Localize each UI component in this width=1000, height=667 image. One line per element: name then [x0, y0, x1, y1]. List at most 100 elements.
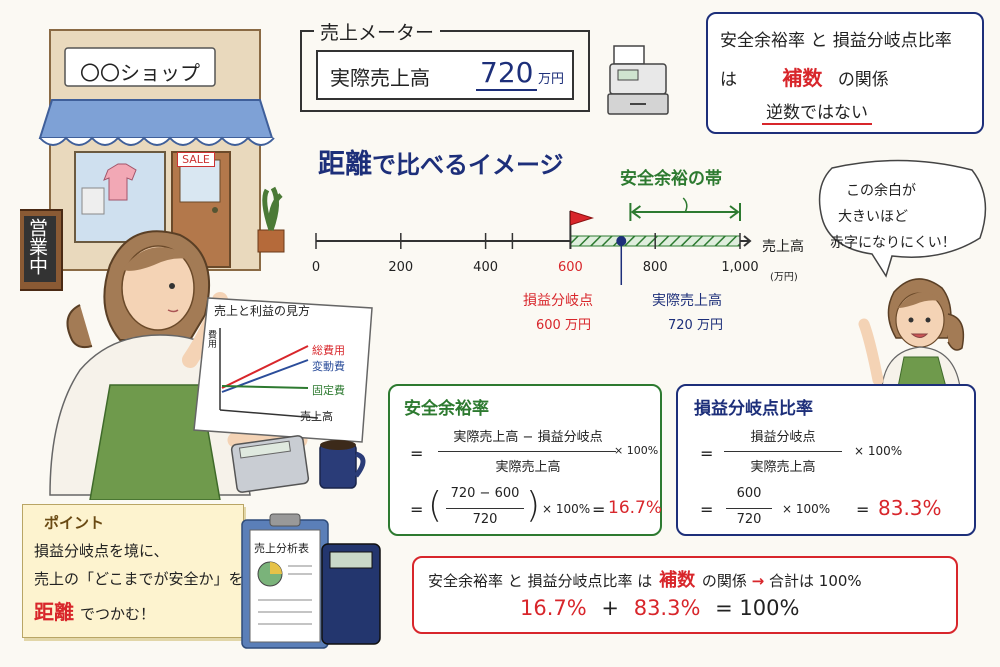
relation-note-line2-pre: は: [720, 70, 737, 90]
summary-line1: 安全余裕率 と 損益分岐点比率 は 補数 の関係 → 合計は 100%: [428, 566, 862, 592]
safety-paren-left: (: [428, 485, 443, 526]
axis-tick-label: 600: [558, 260, 583, 275]
safety-margin-box: [388, 384, 662, 536]
sales-meter-title: 売上メーター: [314, 18, 441, 45]
bep-value: 600 万円: [536, 318, 591, 333]
point-line2: 売上の「どこまでが安全か」を: [34, 570, 244, 588]
bep-ratio-fraction-bar: [724, 451, 842, 452]
bep-flag-icon: [569, 210, 595, 226]
summary-complement: 補数: [659, 570, 696, 591]
bep-ratio-denominator: 実際売上高: [750, 460, 816, 475]
bep-ratio-result: 83.3%: [878, 496, 942, 520]
paper-legend-total: 総費用: [312, 344, 345, 357]
point-line3: 距離でつかむ！: [34, 596, 155, 625]
girl-pointing-illustration: [858, 278, 965, 387]
band-brace-tip: [682, 197, 688, 213]
actual-name: 実際売上高: [652, 293, 722, 309]
safety-times-2: × 100%: [542, 502, 591, 516]
axis-tick-label: 0: [312, 260, 320, 275]
sales-meter-display: [316, 50, 574, 100]
summary-total: = 100%: [715, 596, 800, 620]
safety-eq-2: =: [410, 500, 424, 519]
actual-value: 720 万円: [668, 318, 723, 333]
shop-illustration: [20, 29, 285, 291]
bep-ratio-calc-bar: [726, 508, 772, 509]
bep-name: 損益分岐点: [523, 293, 593, 309]
summary-mid: の関係: [701, 572, 747, 590]
safety-fraction-bar: [438, 451, 616, 452]
sales-number-line: 0 200 400 600 800 1,000: [312, 197, 759, 285]
summary-arrow-icon: →: [751, 572, 765, 590]
axis-tick-label: 200: [388, 260, 413, 275]
axis-tick-label: 800: [643, 260, 668, 275]
shop-sign: 〇〇ショップ: [80, 61, 200, 85]
summary-pre: 安全余裕率 と 損益分岐点比率 は: [428, 572, 653, 590]
bep-ratio-calc-denominator: 720: [736, 512, 762, 527]
cost-graph-paper: [193, 297, 373, 443]
sale-tag: SALE: [177, 152, 215, 167]
safety-result: 16.7%: [608, 498, 663, 518]
summary-v1: 16.7%: [520, 596, 587, 620]
paper-legend-variable: 変動費: [312, 360, 345, 373]
axis-arrow: [740, 235, 752, 247]
bep-ratio-eq-3: =: [856, 500, 870, 519]
safety-eq-1: =: [410, 444, 424, 463]
desk-items: [230, 435, 366, 493]
section-heading-rest: で比べるイメージ: [372, 151, 564, 179]
actual-point: [616, 236, 627, 246]
paper-legend-fixed: 固定費: [312, 384, 345, 397]
safety-band-label: 安全余裕の帯: [620, 169, 722, 189]
sales-meter-value: 720: [476, 56, 538, 91]
paper-y-label: 費用: [206, 330, 216, 348]
summary-line2: 16.7% + 83.3% = 100%: [520, 596, 799, 620]
axis-unit: (万円): [770, 272, 798, 283]
bep-ratio-numerator: 損益分岐点: [750, 430, 816, 445]
bubble-line3: 赤字になりにくい！: [830, 235, 956, 251]
speech-bubble: [818, 159, 987, 278]
section-heading-emph: 距離: [318, 149, 372, 180]
summary-post: 合計は 100%: [769, 572, 862, 590]
safety-title: 安全余裕率: [404, 399, 489, 419]
relation-note-line2: は 補数 の関係: [720, 62, 889, 91]
axis-tick-label: 1,000: [721, 260, 758, 275]
bep-ratio-calc-numerator: 600: [736, 486, 762, 501]
summary-box: [412, 556, 958, 634]
safety-paren-right: ): [526, 485, 541, 526]
relation-note: [706, 12, 984, 134]
safety-denominator: 実際売上高: [495, 460, 561, 475]
relation-note-line2-post: の関係: [837, 70, 889, 90]
report-title: 売上分析表: [254, 542, 309, 555]
safety-calc-bar: [446, 508, 524, 509]
point-line3-rest: でつかむ！: [80, 605, 156, 623]
safety-calc-numerator: 720 − 600: [450, 486, 520, 501]
paper-title: 売上と利益の見方: [214, 304, 311, 318]
bep-ratio-eq-2: =: [700, 500, 714, 519]
paper-x-label: 売上高: [300, 410, 333, 423]
bep-ratio-eq-1: =: [700, 444, 714, 463]
cash-register-icon: [607, 45, 669, 115]
relation-note-line1: 安全余裕率 と 損益分岐点比率: [720, 31, 952, 51]
safety-calc-denominator: 720: [472, 512, 498, 527]
bubble-line1: この余白が: [846, 183, 916, 199]
bep-ratio-times-1: × 100%: [854, 444, 903, 458]
sales-meter-unit: 万円: [538, 72, 565, 87]
relation-note-complement: 補数: [782, 66, 823, 90]
point-line1: 損益分岐点を境に、: [34, 542, 169, 560]
point-title: ポイント: [44, 514, 105, 532]
bubble-line2: 大きいほど: [838, 209, 908, 225]
report-clipboard-illustration: [241, 513, 381, 649]
point-note: [22, 504, 244, 638]
safety-times-1: × 100%: [614, 444, 659, 457]
bep-ratio-box: [676, 384, 976, 536]
section-heading: 距離で比べるイメージ: [318, 142, 564, 181]
summary-plus: +: [601, 596, 620, 620]
safety-numerator: 実際売上高 − 損益分岐点: [453, 430, 603, 445]
summary-v2: 83.3%: [633, 596, 701, 620]
axis-tick-label: 400: [473, 260, 498, 275]
bep-ratio-times-2: × 100%: [782, 502, 831, 516]
point-emph: 距離: [34, 600, 74, 624]
open-board-text: 営業中: [26, 218, 48, 275]
safety-eq-3: =: [592, 500, 606, 519]
sales-meter-label: 実際売上高: [330, 66, 430, 90]
axis-label: 売上高: [762, 239, 804, 255]
